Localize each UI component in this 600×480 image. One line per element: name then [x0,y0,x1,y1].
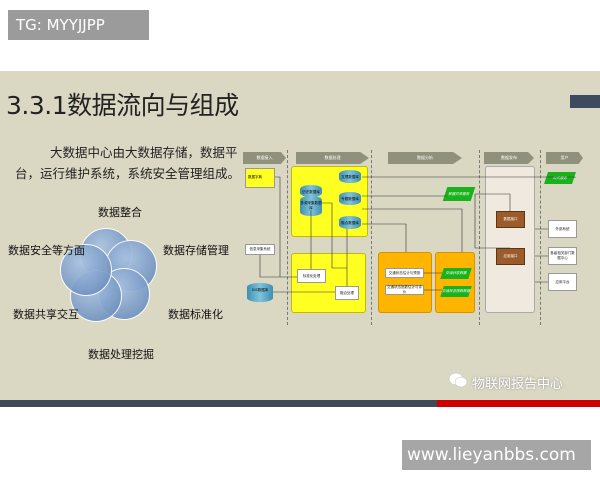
data-dictionary: 数据字典 [245,168,275,188]
user-platform: 应用平台 [548,273,577,291]
venn-label: 数据存储管理 [163,244,229,257]
title-accent-bar [570,95,600,108]
arrow [424,272,442,291]
footer-bar-dark [0,400,437,407]
watermark-top: TG: MYYJJPP [8,10,149,40]
analysis-box [378,252,432,313]
arrow [275,176,281,277]
user-external: 外部系统 [548,220,577,238]
venn-label: 数据标准化 [168,308,223,321]
slide-title: 3.3.1数据流向与组成 [6,91,239,120]
database-1: 文理数据库 [339,170,361,183]
database-3: 融合数据库 [339,216,361,229]
app-interface: 应用接口 [496,248,525,265]
stage-header: 数据分析 [388,152,462,164]
slide-description: 大数据中心由大数据存储，数据平台，运行维护系统，系统安全管理组成。 [15,145,241,181]
analysis-output-box [435,252,475,313]
multi-source-database: 多源采集数据库 [300,196,322,216]
venn-label: 数据共享交互 [13,308,79,321]
history-database: 历史数据库 [300,185,322,197]
user-departments: 各级相关部门数据中心 [548,247,577,265]
watermark-bottom: www.lieyanbbs.com [402,440,591,470]
stage-header: 数据接入 [243,152,286,164]
stage-header: 数据发布 [484,152,534,164]
collection-system: 信息采集系统 [245,244,275,255]
wechat-icon [448,372,468,388]
arrow [362,208,463,252]
publish-box [485,166,535,313]
divider [479,150,480,325]
stage-header: 数据处理 [296,152,369,164]
fusion-process: 融合处理 [335,286,359,300]
arrow [362,223,407,252]
footer-bar-red [437,400,600,407]
standardize-process: 标准化处理 [297,269,326,283]
arrow [322,202,347,269]
divider [287,150,288,325]
processing-box [291,253,366,313]
arrow [362,176,576,178]
divider [540,150,541,325]
database-2: 专题数据库 [339,192,361,205]
venn-label: 数据安全等方面 [8,244,85,257]
gis-database: GIS数据库 [247,283,273,302]
analysis-1: 交通状态估计与预测 [385,268,424,278]
analysis-2: 交通状态指数估计与评价 [385,285,424,295]
arrow [474,194,510,249]
venn-label: 数据处理挖掘 [88,348,154,361]
venn-label: 数据整合 [98,206,142,219]
arrow [535,228,548,283]
divider [371,150,372,325]
venn-circle [60,244,112,296]
arrow [475,193,511,211]
data-interface: 数据接口 [496,211,525,228]
footer-brand: 物联网报告中心 [472,377,564,392]
arrow [259,255,297,278]
stage-header: 用户 [546,152,583,164]
